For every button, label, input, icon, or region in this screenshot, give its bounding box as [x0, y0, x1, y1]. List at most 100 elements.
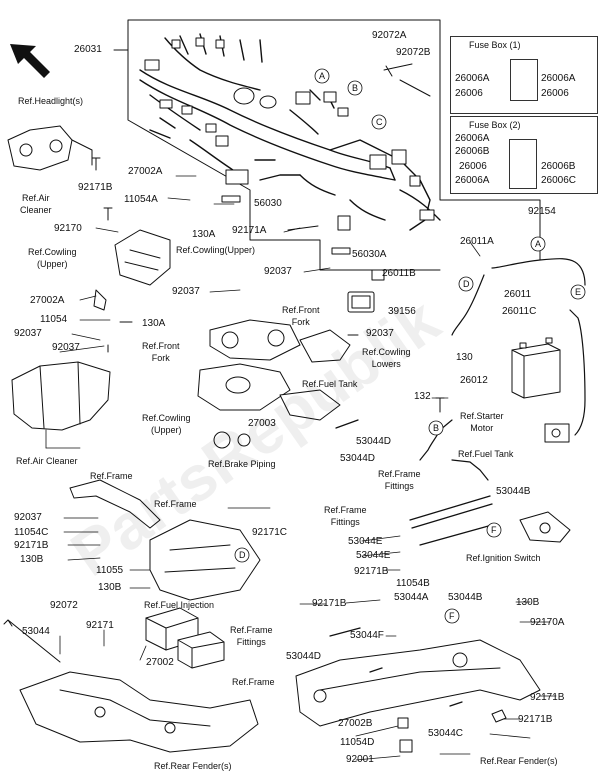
part-92001: 92001 — [346, 754, 374, 765]
part-92171c: 92171C — [252, 527, 288, 538]
part-26011: 26011 — [504, 289, 532, 300]
part-92037-3: 92037 — [14, 328, 42, 339]
part-92037-2: 92037 — [172, 286, 200, 297]
part-92171b-4: 92171B — [312, 598, 347, 609]
ref-brake-piping: Ref.Brake Piping — [208, 459, 276, 469]
part-53044c: 53044C — [428, 728, 464, 739]
part-92171b-6: 92171B — [518, 714, 553, 725]
fuse-1-left-1: 26006 — [455, 88, 483, 99]
ref-frame-fittings-2: Ref.Frame Fittings — [324, 505, 367, 527]
part-53044a: 53044A — [394, 592, 429, 603]
part-130b-3: 130B — [516, 597, 540, 608]
part-92037-1: 92037 — [264, 266, 292, 277]
part-26012: 26012 — [460, 375, 488, 386]
part-92170a: 92170A — [530, 617, 565, 628]
marker-a-2: A — [535, 239, 542, 249]
part-92171a: 92171A — [232, 225, 267, 236]
part-53044b-1: 53044B — [496, 486, 531, 497]
rear-clips — [397, 709, 507, 753]
ref-rear-fender-2: Ref.Rear Fender(s) — [480, 756, 558, 766]
part-92170: 92170 — [54, 223, 82, 234]
ref-frame-1: Ref.Frame — [90, 471, 133, 481]
fuse-1-left-0: 26006A — [455, 73, 490, 84]
ref-frame-3: Ref.Frame — [232, 677, 275, 687]
part-130a-2: 130A — [142, 318, 166, 329]
ref-air-cleaner-2: Ref.Air Cleaner — [16, 456, 78, 466]
part-92171b-3: 92171B — [354, 566, 389, 577]
marker-e-1: E — [575, 287, 582, 297]
ignition-switch-part — [519, 511, 571, 543]
part-11054d: 11054D — [340, 737, 375, 748]
fuse-2-left-3: 26006A — [455, 175, 490, 186]
ref-fuel-tank-2: Ref.Fuel Tank — [458, 449, 514, 459]
part-53044f: 53044F — [350, 630, 384, 641]
part-130a-1: 130A — [192, 229, 216, 240]
part-92072b: 92072B — [396, 47, 431, 58]
part-130b-1: 130B — [20, 554, 44, 565]
main-harness-frame — [113, 19, 541, 271]
part-11054b: 11054B — [396, 578, 430, 589]
part-53044d-2: 53044D — [340, 453, 376, 464]
part-92171: 92171 — [86, 620, 114, 631]
cowling-stay — [93, 229, 171, 311]
rear-subframe — [3, 619, 259, 753]
fuse-1-right-1: 26006 — [541, 88, 569, 99]
part-92037-5: 92037 — [366, 328, 394, 339]
part-26031: 26031 — [74, 44, 102, 55]
marker-f-2: F — [449, 611, 455, 621]
ref-frame-fittings-1: Ref.Frame Fittings — [378, 469, 421, 491]
part-53044e-1: 53044E — [348, 536, 383, 547]
part-56030: 56030 — [254, 198, 282, 209]
part-27002a-2: 27002A — [30, 295, 65, 306]
part-26011a: 26011A — [460, 236, 494, 247]
circle-markers — [234, 68, 586, 624]
fuse-box-2: Fuse Box (2) 26006A 26006B 26006 26006A … — [450, 116, 598, 194]
ref-fuel-tank-1: Ref.Fuel Tank — [302, 379, 358, 389]
tank-cover — [197, 363, 341, 449]
starter-motor-part — [544, 423, 570, 443]
part-53044b-2: 53044B — [448, 592, 483, 603]
front-direction-arrow — [10, 44, 50, 78]
marker-b-2: B — [433, 423, 440, 433]
fuse-1-right-0: 26006A — [541, 73, 576, 84]
harness-connectors — [144, 37, 435, 255]
part-27003: 27003 — [248, 418, 276, 429]
fuse-2-left-1: 26006B — [455, 146, 490, 157]
marker-a-1: A — [319, 71, 326, 81]
part-92072a: 92072A — [372, 30, 407, 41]
ref-air-cleaner-1: Ref.Air Cleaner — [20, 193, 52, 215]
marker-b-1: B — [352, 83, 359, 93]
main-wiring-harness — [139, 33, 441, 231]
part-92171b-2: 92171B — [14, 540, 49, 551]
part-27002b: 27002B — [338, 718, 373, 729]
part-11055: 11055 — [96, 565, 124, 576]
marker-f-1: F — [491, 525, 497, 535]
harness-strips — [329, 419, 493, 707]
fuse-2-right-1: 26006C — [541, 175, 577, 186]
part-130b-2: 130B — [98, 582, 122, 593]
part-92171b-5: 92171B — [530, 692, 565, 703]
ref-frame-fittings-3: Ref.Frame Fittings — [230, 625, 273, 647]
ref-cowling-upper-1: Ref.Cowling (Upper) — [28, 247, 77, 269]
part-53044d-1: 53044D — [356, 436, 392, 447]
ref-headlight: Ref.Headlight(s) — [18, 96, 84, 106]
fuse-box-1: Fuse Box (1) 26006A 26006 26006A 26006 — [450, 36, 598, 114]
part-130: 130 — [456, 352, 473, 363]
fuse-box-1-title: Fuse Box (1) — [469, 40, 521, 50]
ref-cowling-upper-2: Ref.Cowling(Upper) — [176, 245, 256, 255]
ecu-module — [145, 607, 225, 669]
part-92171b-1: 92171B — [78, 182, 113, 193]
ref-cowling-lowers: Ref.Cowling Lowers — [362, 347, 411, 369]
fuse-box-2-title: Fuse Box (2) — [469, 120, 521, 130]
headlight-bracket — [7, 125, 93, 171]
left-frame-pieces — [69, 479, 261, 601]
ref-front-fork-1: Ref.Front Fork — [282, 305, 320, 327]
part-53044: 53044 — [22, 626, 50, 637]
part-92154: 92154 — [528, 206, 556, 217]
part-11054c: 11054C — [14, 527, 49, 538]
ref-ignition-switch: Ref.Ignition Switch — [466, 553, 541, 563]
ref-frame-2: Ref.Frame — [154, 499, 197, 509]
fuse-2-right-0: 26006B — [541, 161, 576, 172]
